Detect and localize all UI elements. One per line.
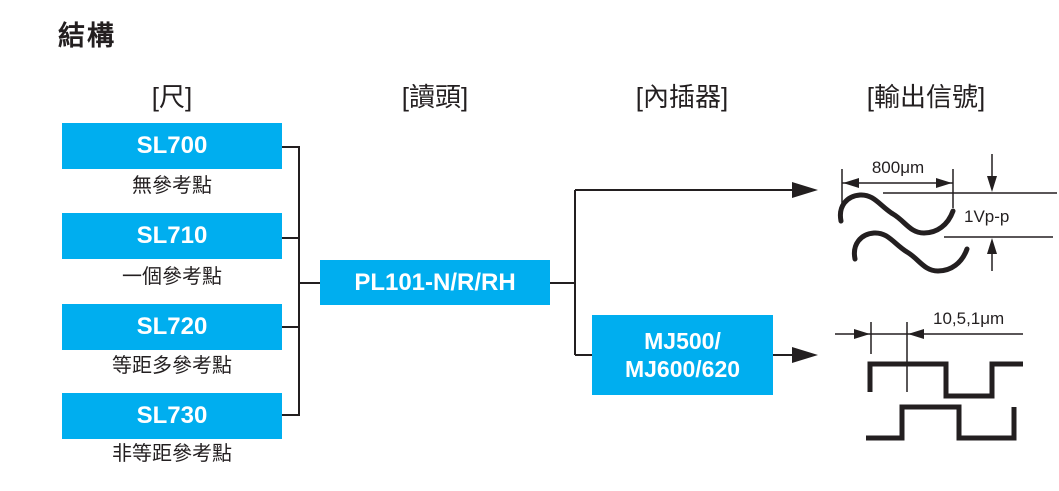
column-header-scale: [尺] [151,82,193,112]
analog-amplitude-label: 1Vp-p [964,207,1010,226]
scale-desc-sl720: 等距多參考點 [112,355,232,377]
scale-model: SL700 [136,132,208,159]
scale-box-sl700: SL700 [62,123,282,169]
scale-desc-sl710: 一個參考點 [122,266,222,288]
scale-box-sl710: SL710 [62,213,282,259]
dim-800um-arrow-right-icon [936,178,952,188]
column-header-interpolator: [內插器] [635,82,729,112]
scale-model: SL710 [136,222,208,249]
arrow-to-analog-signal-icon [792,182,818,198]
scale-desc-sl730: 非等距參考點 [112,443,232,465]
analog-period-label: 800μm [871,158,925,177]
interpolator-model-line2: MJ600/620 [624,356,741,382]
scale-desc-sl700: 無參考點 [132,175,212,197]
scale-box-sl730: SL730 [62,393,282,439]
dim-105um-arrow-left-icon [908,329,924,339]
square-wave-b [866,404,1017,441]
dim-800um-arrow-left-icon [843,178,859,188]
interpolator-model-line1: MJ500/ [644,328,721,354]
read-head-model: PL101-N/R/RH [354,268,516,296]
interpolator-box: MJ500/ MJ600/620 [592,315,773,395]
page-title: 結構 [58,21,116,51]
column-header-output-signal: [輸出信號] [866,82,986,112]
digital-resolution-label: 10,5,1μm [933,309,1005,328]
scale-model: SL730 [136,402,208,429]
column-header-read-head: [讀頭] [401,82,469,112]
dim-1vpp-arrow-up-icon [987,238,997,254]
sine-wave-2 [851,230,970,274]
scale-box-sl720: SL720 [62,304,282,350]
sine-wave-1 [837,192,956,236]
dim-1vpp-arrow-down-icon [987,176,997,192]
arrow-to-digital-signal-icon [792,347,818,363]
square-wave-a [867,361,1023,399]
dim-105um-arrow-right-icon [854,329,870,339]
scale-model: SL720 [136,313,208,340]
read-head-box: PL101-N/R/RH [320,260,550,305]
